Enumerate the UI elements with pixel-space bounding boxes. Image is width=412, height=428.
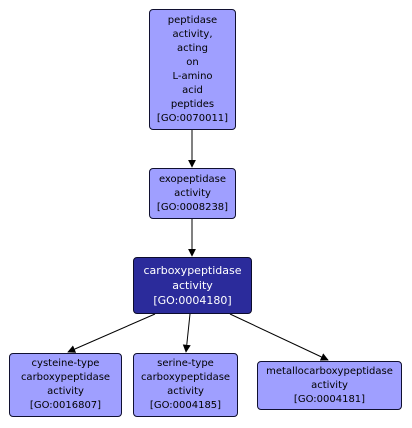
node-label-line: activity, [172,28,213,40]
node-label-line: peptidase [167,14,218,26]
node-label-line: carboxypeptidase [20,372,111,383]
node-label-line: cysteine-type [31,358,100,369]
node-label-line: acid [182,84,203,96]
node-label-line: L-amino [172,70,213,82]
node-label-line: activity [47,386,84,397]
node-label-line: carboxypeptidase [140,372,231,383]
node-exopeptidase-activity[interactable]: exopeptidase activity [GO:0008238] [149,168,236,219]
node-go-id: [GO:0016807] [29,400,102,411]
node-label-line: activity [167,386,204,397]
node-label-line: carboxypeptidase [143,264,242,277]
node-go-id: [GO:0008238] [156,201,229,213]
node-go-id: [GO:0004180] [153,294,232,307]
node-label-line: activity [311,379,348,391]
node-label-line: on [186,56,199,68]
node-label-line: serine-type [157,358,214,369]
node-cysteine-type-carboxypeptidase-activity[interactable]: cysteine-type carboxypeptidase activity … [9,353,122,417]
node-peptidase-activity[interactable]: peptidase activity, acting on L-amino ac… [149,9,236,130]
edge-carboxypeptidase-to-metallo [229,313,329,361]
node-go-id: [GO:0004181] [293,393,366,405]
node-metallocarboxypeptidase-activity[interactable]: metallocarboxypeptidase activity [GO:000… [257,361,402,410]
node-label-line: activity [174,187,211,199]
node-label-line: metallocarboxypeptidase [266,365,393,377]
node-serine-type-carboxypeptidase-activity[interactable]: serine-type carboxypeptidase activity [G… [133,353,238,417]
node-go-id: [GO:0004185] [149,400,222,411]
node-label-line: peptides [170,98,215,110]
node-label-line: acting [176,42,208,54]
edge-carboxypeptidase-to-cysteine [67,313,156,353]
node-go-id: [GO:0070011] [156,112,229,124]
node-label-line: exopeptidase [158,173,227,185]
node-carboxypeptidase-activity[interactable]: carboxypeptidase activity [GO:0004180] [133,257,252,314]
edge-carboxypeptidase-to-serine [182,313,191,353]
node-label-line: activity [172,279,213,292]
